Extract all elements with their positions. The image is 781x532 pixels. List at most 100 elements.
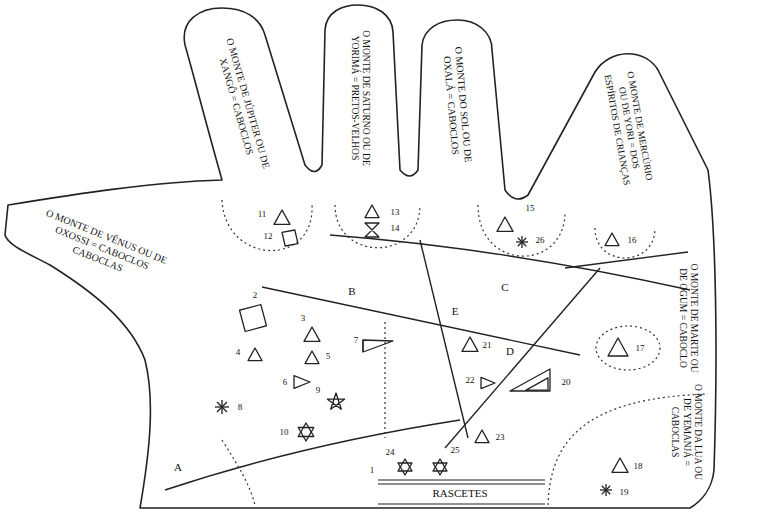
label-box: 25: [450, 445, 461, 456]
palm-lines: [165, 235, 690, 490]
mount-label: O MONTE DE MERCÚRIO OU DE YORI = DOS ESP…: [603, 71, 655, 186]
callout-label: B: [347, 285, 356, 297]
label-box: 6: [282, 377, 289, 388]
square-sign: [282, 230, 298, 246]
label-box: O MONTE DO SOL OU DE OXALÁ = CABOCLOS: [439, 34, 475, 176]
flag-sign: [363, 340, 393, 352]
mount-label: O MONTE DE VÊNUS OU DE OXOSSI = CABOCLOS…: [45, 207, 169, 274]
label-box: A: [173, 461, 183, 474]
triangle-sign: [475, 430, 489, 443]
asterisk-sign: [602, 486, 610, 494]
label-box: 9: [315, 385, 322, 396]
callout-label: 21: [482, 340, 493, 350]
callout-label: 26: [535, 235, 546, 245]
label-box: 2: [252, 290, 259, 301]
flag-sign: [362, 340, 363, 352]
label-box: O MONTE DA LUA OU DE YEMANJÁ = CABOCLAS: [669, 382, 703, 482]
hexagram-sign: [398, 459, 412, 471]
callout-label: 6: [282, 377, 289, 387]
triangle-sign: [274, 210, 290, 224]
triangle-sign: [481, 377, 495, 388]
label-box: 5: [325, 351, 332, 362]
label-box: O MONTE DE MERCÚRIO OU DE YORI = DOS ESP…: [601, 68, 655, 187]
callout-label: 23: [495, 432, 506, 442]
label-box: 22: [465, 375, 476, 386]
label-box: 18: [633, 461, 644, 472]
label-box: O MONTE DE JÚPITER OU DE XANGÔ = CABOCLO…: [210, 30, 274, 181]
mount-label: O MONTE DA LUA OU DE YEMANJÁ = CABOCLAS: [670, 384, 703, 480]
label-box: C: [500, 281, 509, 294]
label-box: 12: [263, 231, 274, 242]
bracelet-lines: [378, 480, 545, 504]
callout-label: 8: [237, 402, 244, 412]
hexagram-sign: [398, 463, 412, 475]
label-box: 23: [495, 432, 506, 443]
label-box: 3: [300, 313, 307, 324]
triangle-sign: [605, 233, 619, 246]
label-box: 1: [369, 465, 376, 476]
label-box: 14: [390, 223, 401, 234]
double-triangle-sign: [510, 369, 550, 391]
label-box: 15: [525, 203, 536, 214]
label-box: 20: [561, 377, 572, 388]
label-box: 19: [619, 487, 630, 498]
label-box: RASCETES: [431, 487, 488, 500]
label-box: 24: [385, 447, 396, 458]
hand-outline: [5, 5, 716, 508]
square-sign: [240, 305, 267, 332]
triangle-sign: [462, 337, 478, 351]
mount-label: O MONTE DE MARTE OU DE OGUM = CABOCLO: [678, 263, 699, 372]
callout-label: 10: [279, 427, 290, 437]
triangle-sign: [365, 205, 379, 218]
hexagram-sign: [433, 459, 447, 471]
triangle-sign: [608, 338, 628, 356]
label-box: O MONTE DE VÊNUS OU DE OXOSSI = CABOCLOS…: [35, 207, 169, 289]
triangle-sign: [294, 376, 310, 389]
label-box: O MONTE DE MARTE OU DE OGUM = CABOCLO: [677, 261, 700, 376]
label-box: 16: [627, 235, 638, 246]
label-box: O MONTE DE SATURNO OU DE YORIMÁ = PRETOS…: [349, 16, 372, 181]
callout-label: 15: [525, 203, 536, 213]
callout-label: 24: [385, 447, 396, 457]
label-box: 11: [257, 209, 268, 220]
callout-label: 16: [627, 235, 638, 245]
mount-label: O MONTE DO SOL OU DE OXALÁ = CABOCLOS: [442, 46, 474, 163]
mount-label: O MONTE DE JÚPITER OU DE XANGÔ = CABOCLO…: [218, 37, 273, 170]
callout-label: 1: [369, 465, 376, 475]
callout-label: A: [173, 461, 183, 473]
callout-label: 2: [252, 290, 259, 300]
hexagram-sign: [298, 423, 314, 437]
callout-label: C: [500, 281, 509, 293]
callout-label: 18: [633, 461, 644, 471]
label-box: 10: [279, 427, 290, 438]
label-box: E: [451, 305, 460, 318]
hourglass-sign: [365, 223, 379, 237]
callout-label: 12: [263, 231, 274, 241]
triangle-sign: [248, 348, 262, 361]
callout-label: 9: [315, 385, 322, 395]
callout-label: 22: [465, 375, 476, 385]
asterisk-sign: [217, 402, 227, 412]
callout-label: 25: [450, 445, 461, 455]
callout-label: 11: [257, 209, 268, 219]
label-box: D: [505, 345, 515, 358]
callout-label: 4: [235, 347, 242, 357]
label-box: B: [347, 285, 356, 298]
callout-label: D: [505, 345, 515, 357]
callout-label: 13: [390, 207, 401, 217]
hexagram-sign: [433, 463, 447, 475]
label-box: 21: [482, 340, 493, 351]
label-box: 13: [390, 207, 401, 218]
asterisk-sign: [518, 238, 526, 246]
triangle-sign: [612, 458, 628, 472]
triangle-sign: [305, 351, 319, 364]
double-triangle-sign: [526, 378, 548, 390]
callout-label: 7: [353, 335, 360, 345]
callout-label: 3: [300, 313, 307, 323]
bracelet-label: RASCETES: [431, 487, 488, 499]
callout-label: 19: [619, 487, 630, 497]
mount-boundaries: [222, 200, 708, 505]
callout-label: 20: [561, 377, 572, 387]
callout-label: 14: [390, 223, 401, 233]
